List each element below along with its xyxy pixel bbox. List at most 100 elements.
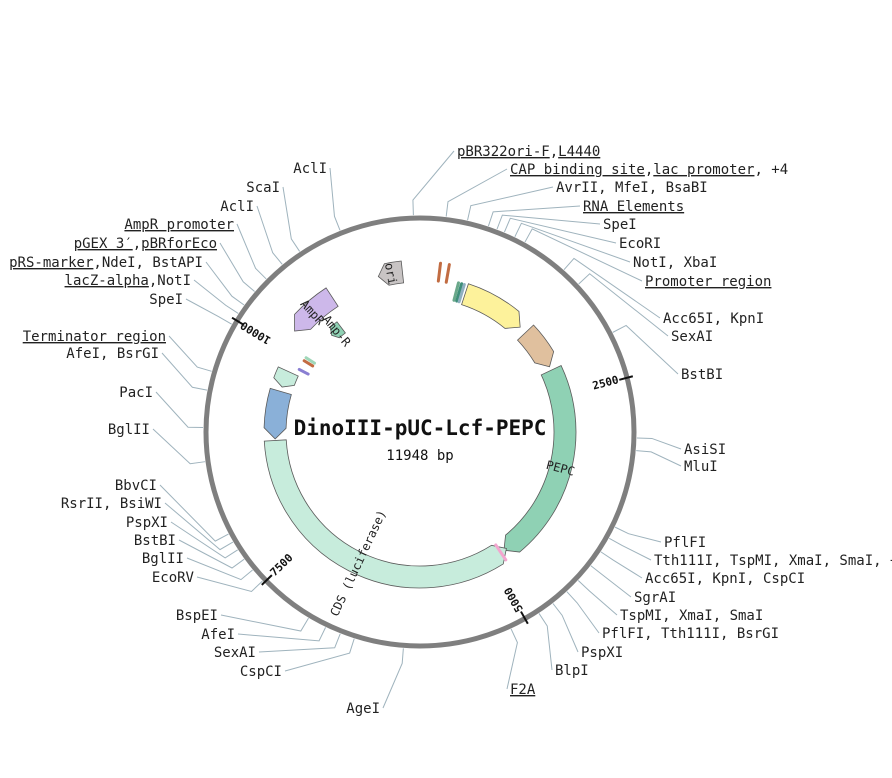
- site-leader: [412, 150, 455, 216]
- small-feature-marks: [297, 261, 508, 562]
- small-feature-mark: [444, 263, 451, 284]
- site-label-prs-marker: pRS-marker,NdeI, BstAPI: [9, 255, 203, 271]
- site-separator: ,: [93, 255, 101, 271]
- site-leader: [185, 298, 232, 325]
- site-label-f2a: F2A: [510, 682, 536, 698]
- site-leader: [506, 628, 518, 690]
- site-text: pRS-marker: [9, 255, 93, 271]
- site-leader: [514, 222, 631, 263]
- site-label-sexai: SexAI: [214, 645, 256, 661]
- site-text: ScaI: [246, 180, 280, 196]
- tick-mark-10000: [231, 316, 245, 326]
- site-label-ampr-promoter: AmpR promoter: [124, 217, 234, 233]
- site-text: PflFI: [664, 535, 706, 551]
- site-label-afei: AfeI: [201, 627, 235, 643]
- site-leader: [496, 214, 601, 230]
- site-leader: [612, 324, 679, 375]
- site-leader: [563, 257, 661, 319]
- site-leader: [161, 352, 208, 391]
- feature-ampr: [294, 287, 339, 332]
- site-label-blpi: BlpI: [555, 663, 589, 679]
- site-text: PspXI: [126, 515, 168, 531]
- site-label-spei: SpeI: [149, 292, 183, 308]
- site-leader: [608, 537, 652, 561]
- tick-label-10000: 10000: [238, 319, 273, 347]
- site-leader: [196, 576, 263, 593]
- site-leader: [600, 551, 643, 579]
- site-label-ecori: EcoRI: [619, 236, 661, 252]
- site-label-terminator-region: Terminator region: [23, 329, 166, 345]
- site-text: NdeI, BstAPI: [102, 255, 203, 271]
- small-feature-mark: [457, 283, 466, 304]
- small-feature-mark: [436, 261, 443, 283]
- site-separator: ,: [645, 162, 653, 178]
- site-leader: [170, 521, 239, 559]
- site-separator: ,: [550, 144, 558, 160]
- site-separator: ,: [149, 273, 157, 289]
- site-text: RsrII, BsiWI: [61, 496, 162, 512]
- site-label-pspxi: PspXI: [581, 645, 623, 661]
- site-leader: [220, 614, 309, 632]
- site-leader: [155, 391, 204, 429]
- site-text: SexAI: [214, 645, 256, 661]
- site-label-bbvci: BbvCI: [115, 478, 157, 494]
- site-text: NotI: [157, 273, 191, 289]
- site-leader: [382, 648, 404, 709]
- site-label-acli: AclI: [293, 161, 327, 177]
- site-label-lacz-alpha: lacZ-alpha,NotI: [65, 273, 191, 289]
- site-leader: [193, 279, 239, 314]
- site-text: AvrII, MfeI, BsaBI: [556, 180, 708, 196]
- site-label-sexai: SexAI: [671, 329, 713, 345]
- site-text: AsiSI: [684, 442, 726, 458]
- site-text: PacI: [119, 385, 153, 401]
- feature-small-mint: [273, 366, 299, 388]
- site-text: AclI: [220, 199, 254, 215]
- site-text: TspMI, XmaI, SmaI: [620, 608, 763, 624]
- site-label-pspxi: PspXI: [126, 515, 168, 531]
- site-text: PflFI, Tth111I, BsrGI: [602, 626, 779, 642]
- site-text: SgrAI: [634, 590, 676, 606]
- site-leaders: [152, 150, 682, 709]
- site-text: SexAI: [671, 329, 713, 345]
- feature-pepc: [503, 364, 577, 553]
- feature-promoter-yellow: [461, 283, 521, 329]
- feature-label-ori: ori: [382, 262, 400, 286]
- site-text: , +4: [754, 162, 788, 178]
- site-text: AgeI: [346, 701, 380, 717]
- site-leader: [552, 603, 579, 653]
- tick-mark-7500: [261, 574, 273, 586]
- site-text: AfeI, BsrGI: [66, 346, 159, 362]
- site-label-tspmi-xmai-smai: TspMI, XmaI, SmaI: [620, 608, 763, 624]
- site-text: pBRforEco: [141, 236, 217, 252]
- site-label-scai: ScaI: [246, 180, 280, 196]
- site-leader: [487, 205, 581, 227]
- site-text: MluI: [684, 459, 718, 475]
- site-leader: [282, 186, 301, 252]
- site-text: AclI: [293, 161, 327, 177]
- site-leader: [578, 273, 669, 337]
- site-leader: [152, 428, 206, 465]
- site-label-avrii-mfei-bsabi: AvrII, MfeI, BsaBI: [556, 180, 708, 196]
- feature-ori: [377, 260, 405, 286]
- site-text: BstBI: [681, 367, 723, 383]
- feature-tan-feature: [516, 324, 555, 368]
- feature-label-amp-r: Amp-R: [320, 313, 354, 350]
- site-text: EcoRI: [619, 236, 661, 252]
- site-leader: [566, 591, 600, 634]
- site-text: AmpR promoter: [124, 217, 234, 233]
- site-label-bspei: BspEI: [176, 608, 218, 624]
- small-feature-mark: [455, 282, 464, 303]
- site-leader: [284, 638, 355, 672]
- site-label-bglii: BglII: [142, 551, 184, 567]
- site-leader: [164, 502, 234, 551]
- small-feature-mark: [302, 359, 315, 368]
- small-feature-mark: [304, 356, 316, 365]
- site-text: Terminator region: [23, 329, 166, 345]
- site-label-mlui: MluI: [684, 459, 718, 475]
- site-label-paci: PacI: [119, 385, 153, 401]
- site-label-pflfi: PflFI: [664, 535, 706, 551]
- site-label-asisi: AsiSI: [684, 442, 726, 458]
- site-leader: [503, 217, 617, 244]
- site-leader: [168, 335, 212, 372]
